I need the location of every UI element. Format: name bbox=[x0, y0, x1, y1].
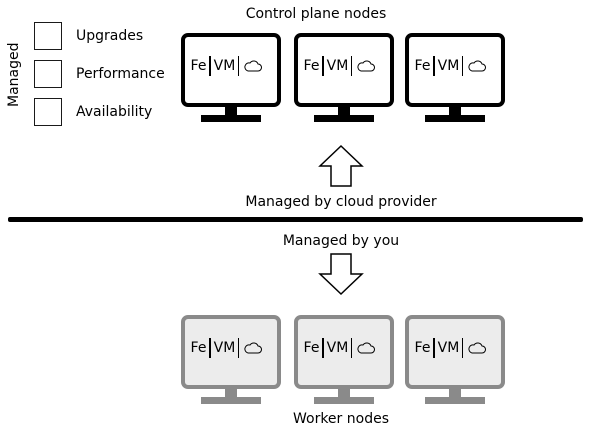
monitor-screen bbox=[405, 315, 505, 389]
separator bbox=[209, 56, 211, 76]
vm-label: VM bbox=[213, 58, 236, 74]
responsibility-divider bbox=[8, 217, 583, 222]
managed-vertical-label: Managed bbox=[6, 42, 22, 108]
monitor-screen bbox=[405, 33, 505, 107]
monitor-neck bbox=[449, 389, 461, 398]
control-plane-node: Fe VM bbox=[181, 33, 281, 125]
separator bbox=[238, 338, 240, 358]
availability-checkbox bbox=[34, 98, 62, 126]
worker-nodes-title: Worker nodes bbox=[292, 411, 389, 427]
cloud-icon bbox=[357, 342, 376, 354]
upgrades-label: Upgrades bbox=[76, 28, 144, 44]
separator bbox=[322, 338, 324, 358]
availability-label: Availability bbox=[76, 104, 153, 120]
worker-node: Fe VM bbox=[405, 315, 505, 407]
separator bbox=[462, 338, 464, 358]
monitor-neck bbox=[338, 107, 350, 116]
separator bbox=[209, 338, 211, 358]
monitor-neck bbox=[225, 107, 237, 116]
managed-by-you-label: Managed by you bbox=[282, 233, 400, 249]
performance-label: Performance bbox=[76, 66, 165, 82]
fe-label: Fe bbox=[303, 340, 320, 356]
vm-label: VM bbox=[326, 58, 349, 74]
vm-label: VM bbox=[437, 58, 460, 74]
control-plane-node: Fe VM bbox=[405, 33, 505, 125]
separator bbox=[238, 56, 240, 76]
cloud-icon bbox=[468, 60, 487, 72]
arrow-down-icon bbox=[318, 253, 364, 296]
fe-label: Fe bbox=[190, 340, 207, 356]
monitor-base bbox=[314, 115, 374, 122]
vm-label: VM bbox=[213, 340, 236, 356]
monitor-base bbox=[314, 397, 374, 404]
separator bbox=[433, 56, 435, 76]
fe-label: Fe bbox=[303, 58, 320, 74]
upgrades-checkbox bbox=[34, 22, 62, 50]
cloud-icon bbox=[468, 342, 487, 354]
monitor-neck bbox=[338, 389, 350, 398]
vm-label: VM bbox=[326, 340, 349, 356]
monitor-neck bbox=[449, 107, 461, 116]
arrow-up-icon bbox=[318, 144, 364, 187]
separator bbox=[462, 56, 464, 76]
cloud-icon bbox=[244, 60, 263, 72]
cloud-icon bbox=[357, 60, 376, 72]
monitor-base bbox=[425, 115, 485, 122]
separator bbox=[433, 338, 435, 358]
monitor-base bbox=[201, 115, 261, 122]
monitor-base bbox=[425, 397, 485, 404]
separator bbox=[351, 56, 353, 76]
separator bbox=[322, 56, 324, 76]
worker-node: Fe VM bbox=[294, 315, 394, 407]
worker-node: Fe VM bbox=[181, 315, 281, 407]
separator bbox=[351, 338, 353, 358]
control-plane-title: Control plane nodes bbox=[245, 6, 387, 22]
fe-label: Fe bbox=[190, 58, 207, 74]
cloud-icon bbox=[244, 342, 263, 354]
performance-checkbox bbox=[34, 60, 62, 88]
monitor-screen bbox=[181, 315, 281, 389]
managed-by-cloud-provider-label: Managed by cloud provider bbox=[245, 194, 437, 210]
fe-label: Fe bbox=[414, 340, 431, 356]
monitor-screen bbox=[181, 33, 281, 107]
monitor-screen bbox=[294, 33, 394, 107]
vm-label: VM bbox=[437, 340, 460, 356]
fe-label: Fe bbox=[414, 58, 431, 74]
monitor-base bbox=[201, 397, 261, 404]
monitor-neck bbox=[225, 389, 237, 398]
monitor-screen bbox=[294, 315, 394, 389]
control-plane-node: Fe VM bbox=[294, 33, 394, 125]
